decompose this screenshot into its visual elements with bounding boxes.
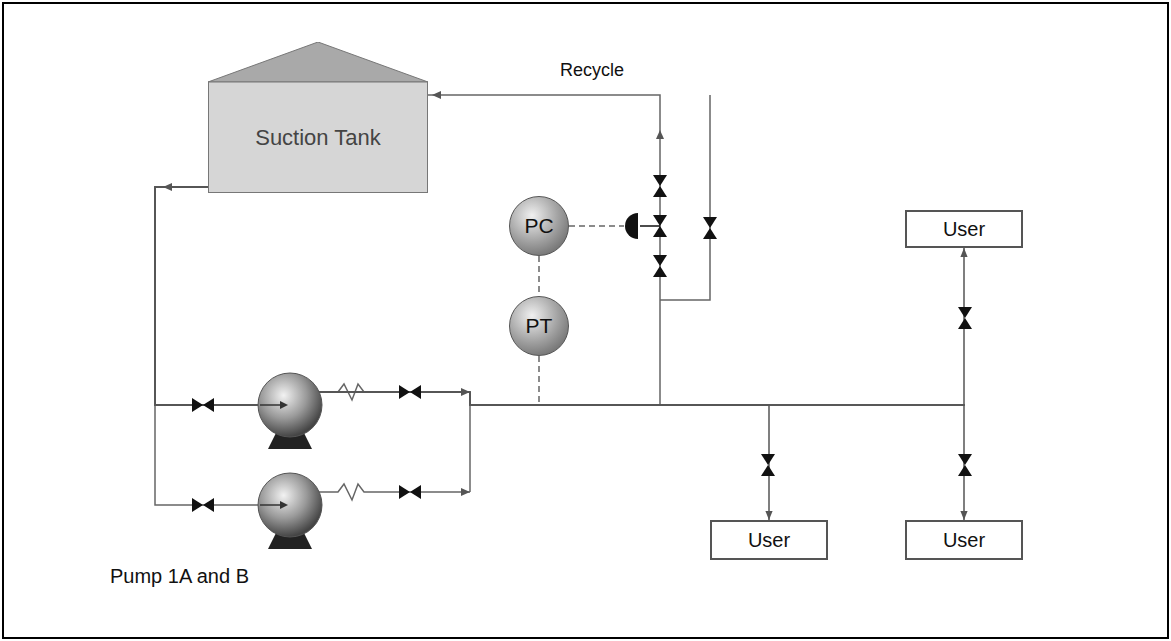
instrument-bubble: PC <box>509 196 569 256</box>
gate-valve <box>703 217 717 239</box>
instrument-bubble: PT <box>509 296 569 356</box>
flow-arrow <box>656 130 664 139</box>
node-label: Suction Tank <box>255 125 381 151</box>
gate-valve <box>958 454 972 476</box>
process-line <box>155 187 964 520</box>
gate-valve <box>653 175 667 197</box>
flow-arrow <box>163 183 172 191</box>
gate-valve <box>761 454 775 476</box>
valve-stem <box>640 225 660 227</box>
signal-line <box>538 256 540 296</box>
gate-valve <box>192 498 214 512</box>
instrument-tag: PC <box>524 214 553 238</box>
flow-arrow <box>461 488 470 496</box>
user-box: User <box>905 520 1023 560</box>
node-label: User <box>748 529 790 552</box>
gate-valve <box>192 398 214 412</box>
tank-outline <box>208 42 428 193</box>
instrument-tag: PT <box>526 314 553 338</box>
equipment-label: Pump 1A and B <box>110 565 249 588</box>
gate-valve <box>653 255 667 277</box>
process-line <box>155 187 964 405</box>
node-label: User <box>943 218 985 241</box>
suction-tank: Suction Tank <box>208 42 428 193</box>
flow-arrow <box>432 91 441 99</box>
line-label: Recycle <box>560 60 624 81</box>
user-box: User <box>710 520 828 560</box>
frame-border <box>3 3 1168 638</box>
valve-actuator <box>625 213 638 239</box>
process-line <box>155 187 769 520</box>
gate-valve <box>399 385 421 399</box>
flow-arrow <box>461 388 470 396</box>
gate-valve <box>958 307 972 329</box>
node-label: User <box>943 529 985 552</box>
pump-symbol <box>258 473 322 549</box>
user-box: User <box>905 210 1023 248</box>
gate-valve <box>399 485 421 499</box>
pump-symbol <box>258 373 322 449</box>
